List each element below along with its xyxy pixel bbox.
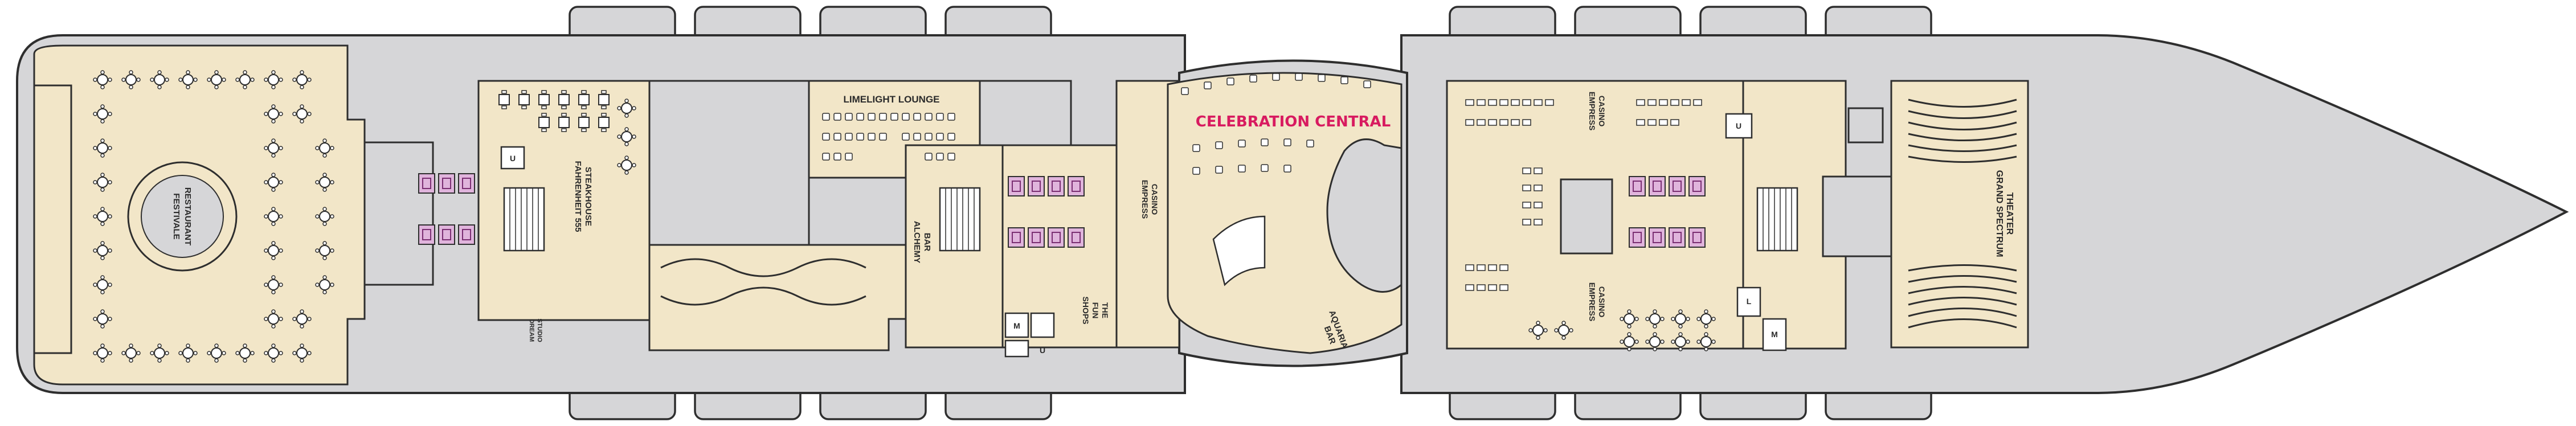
label-alchemy-1: ALCHEMY — [912, 221, 922, 263]
label-u3: U — [1736, 121, 1741, 130]
label-grand-2: THEATER — [2005, 192, 2014, 235]
label-fahrenheit-2: STEAKHOUSE — [583, 167, 593, 226]
label-empress-a-1: EMPRESS — [1140, 180, 1150, 219]
label-alchemy-2: BAR — [922, 233, 932, 252]
label-dream-1: DREAM — [528, 319, 535, 342]
label-fun-3: SHOPS — [1081, 296, 1090, 324]
label-dream-2: STUDIO — [536, 318, 543, 342]
label-empress-c-1: EMPRESS — [1588, 282, 1597, 321]
service-blocks — [363, 80, 1892, 286]
label-empress-b-1: EMPRESS — [1588, 92, 1597, 130]
stairwells — [503, 187, 1798, 286]
label-empress-a-2: CASINO — [1150, 184, 1159, 215]
label-l1: L — [1747, 297, 1752, 306]
label-empress-c-2: CASINO — [1597, 286, 1606, 318]
label-m1: M — [1013, 321, 1020, 330]
label-m2: M — [1771, 330, 1778, 339]
promenade-wave — [660, 258, 866, 277]
room-labels: FESTIVALE RESTAURANT FAHRENHEIT 555 STEA… — [171, 92, 2014, 355]
label-festivale-2: RESTAURANT — [183, 187, 193, 245]
label-festivale-1: FESTIVALE — [171, 193, 181, 239]
label-grand-1: GRAND SPECTRUM — [1994, 170, 2004, 257]
label-fahrenheit-1: FAHRENHEIT 555 — [573, 161, 583, 232]
label-u1: U — [510, 154, 516, 163]
label-celebration-central: CELEBRATION CENTRAL — [1196, 113, 1391, 130]
atrium-void — [1326, 138, 1403, 293]
promenade-area — [648, 244, 907, 351]
label-fun-1: THE — [1101, 302, 1110, 318]
label-limelight: LIMELIGHT LOUNGE — [843, 94, 939, 105]
label-empress-b-2: CASINO — [1597, 96, 1606, 127]
theater-seating — [1908, 99, 2017, 329]
label-fun-2: FUN — [1091, 302, 1100, 319]
shops-area — [1115, 80, 1180, 349]
label-u2: U — [1040, 346, 1045, 355]
restrooms — [500, 113, 1787, 358]
